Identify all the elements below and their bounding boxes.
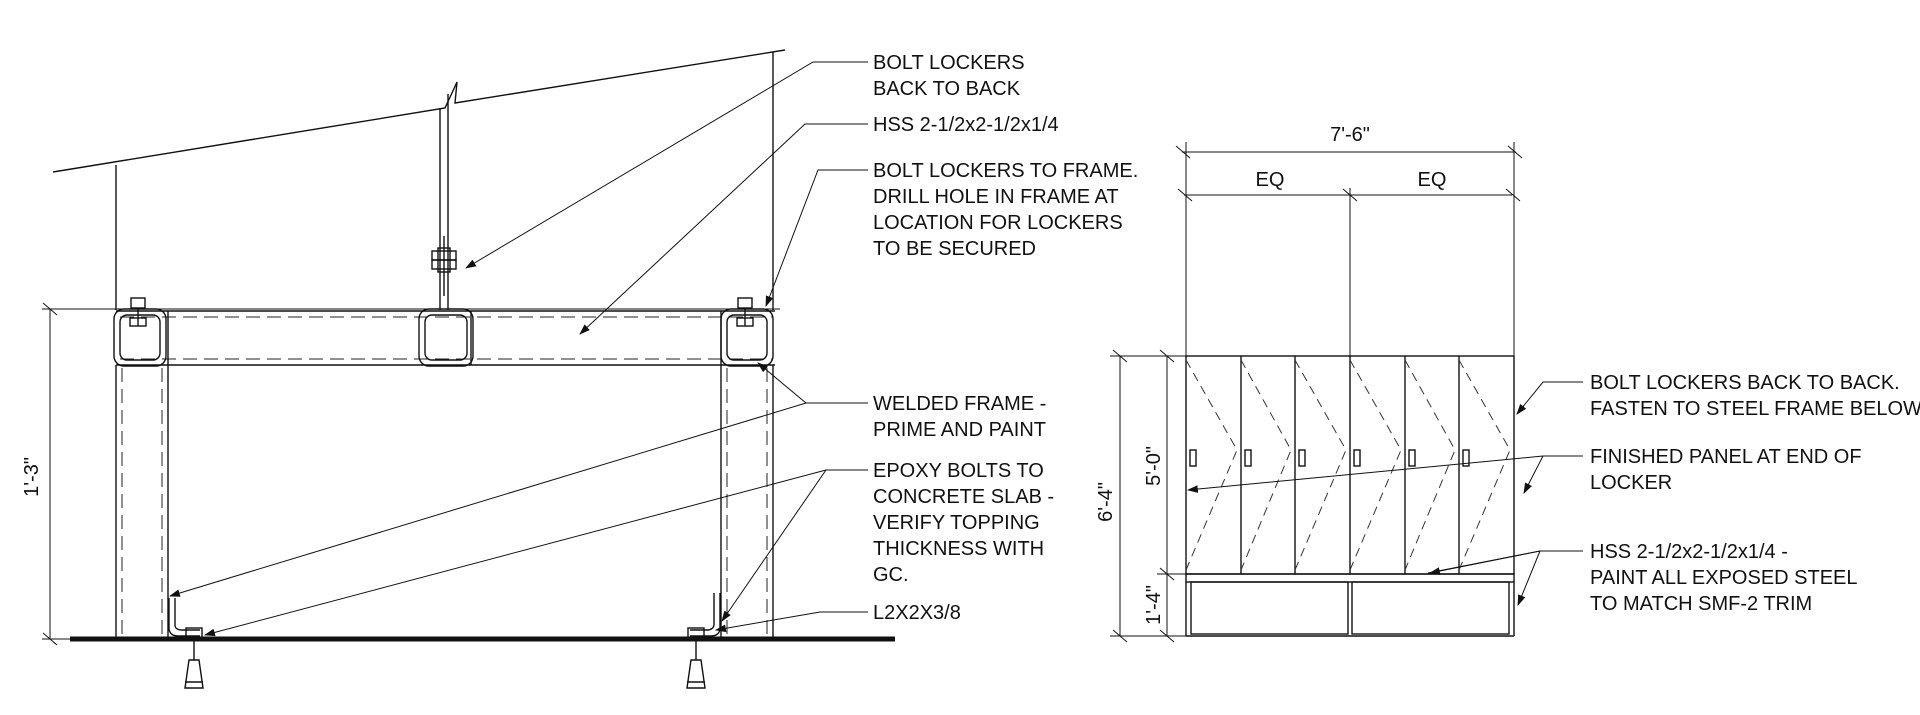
width-overall-label: 7'-6" xyxy=(1330,124,1370,146)
note-epoxy-bolts: EPOXY BOLTS TO CONCRETE SLAB - VERIFY TO… xyxy=(873,460,1060,586)
note-bolt-lockers-to-frame: BOLT LOCKERS TO FRAME. DRILL HOLE IN FRA… xyxy=(873,160,1144,260)
anchor-left xyxy=(184,627,204,689)
note-angle-size: L2X2X3/8 xyxy=(873,602,961,624)
hss-top-beam xyxy=(116,310,775,366)
hss-section-right xyxy=(720,308,774,367)
angle-clip-right xyxy=(690,593,721,637)
height-dimensions: 6'-4" 5'-0" 1'-4" xyxy=(1095,349,1186,643)
locker-outline xyxy=(52,49,786,310)
note-welded-frame: WELDED FRAME - PRIME AND PAINT xyxy=(873,393,1052,441)
overall-height-label: 6'-4" xyxy=(1095,482,1117,522)
height-dimension-label: 1'-3" xyxy=(21,457,43,497)
base-height-label: 1'-4" xyxy=(1143,585,1165,625)
bolt-center xyxy=(431,236,457,296)
post-right xyxy=(720,365,774,637)
locker-height-label: 5'-0" xyxy=(1143,446,1165,486)
bolt-right xyxy=(736,297,754,327)
steel-base xyxy=(1185,573,1515,637)
angle-clip-left xyxy=(168,598,200,637)
hss-section-center xyxy=(418,308,474,367)
bolt-left xyxy=(129,297,147,327)
locker-bank xyxy=(1185,355,1515,575)
note-hss-paint: HSS 2-1/2x2-1/2x1/4 - PAINT ALL EXPOSED … xyxy=(1590,541,1862,615)
height-dimension: 1'-3" xyxy=(21,302,110,646)
door-swing-lines xyxy=(1185,359,1511,571)
locker-handles xyxy=(1189,449,1470,467)
right-bay-label: EQ xyxy=(1418,169,1447,191)
leader-lines xyxy=(168,61,868,637)
note-elevation-bolt-back-to-back: BOLT LOCKERS BACK TO BACK. FASTEN TO STE… xyxy=(1590,372,1920,420)
hss-section-left xyxy=(113,308,167,367)
note-finished-panel: FINISHED PANEL AT END OF LOCKER xyxy=(1590,446,1867,494)
post-left xyxy=(115,365,169,637)
note-bolt-lockers-back-to-back: BOLT LOCKERS BACK TO BACK xyxy=(873,52,1030,100)
section-view: 1'-3" BOLT LOCKERS BACK TO BACK HSS 2-1/… xyxy=(21,49,1144,689)
left-bay-label: EQ xyxy=(1256,169,1285,191)
note-hss-size: HSS 2-1/2x2-1/2x1/4 xyxy=(873,114,1059,136)
elevation-view: 7'-6" EQ EQ xyxy=(1095,124,1920,643)
elevation-leader-lines xyxy=(1186,381,1583,607)
width-dimension: 7'-6" EQ EQ xyxy=(1175,124,1523,356)
